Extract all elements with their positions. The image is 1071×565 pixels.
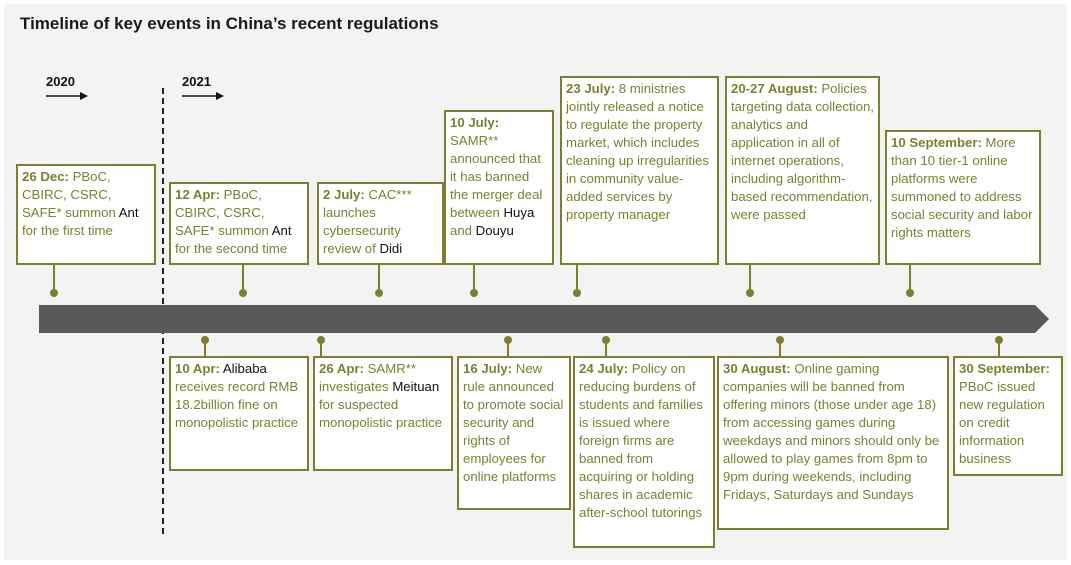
event-stem — [909, 265, 911, 293]
year-label-2021: 2021 — [182, 74, 211, 89]
event-stem — [473, 265, 475, 293]
event-dot — [375, 289, 383, 297]
event-entity: Ant — [118, 205, 139, 220]
event-stem — [576, 265, 578, 293]
event-stem — [998, 340, 1000, 356]
event-box-16-july: 16 July: New rule announced to promote s… — [457, 356, 571, 510]
event-stem — [749, 265, 751, 293]
event-box-26-dec: 26 Dec: PBoC, CBIRC, CSRC, SAFE* summon … — [16, 164, 156, 265]
event-box-30-august: 30 August: Online gaming companies will … — [717, 356, 949, 530]
event-stem — [53, 265, 55, 293]
event-box-12-apr: 12 Apr: PBoC, CBIRC, CSRC, SAFE* summon … — [169, 182, 309, 265]
event-dot — [906, 289, 914, 297]
event-stem — [378, 265, 380, 293]
event-box-23-july: 23 July: 8 ministries jointly released a… — [560, 76, 719, 265]
event-dot — [573, 289, 581, 297]
event-stem — [204, 340, 206, 356]
event-stem — [507, 340, 509, 356]
chart-title: Timeline of key events in China’s recent… — [20, 14, 439, 33]
event-box-10-september: 10 September: More than 10 tier-1 online… — [885, 130, 1041, 265]
event-box-24-july: 24 July: Policy on reducing burdens of s… — [573, 356, 715, 548]
event-box-26-apr: 26 Apr: SAMR** investigates Meituan for … — [313, 356, 453, 471]
year-label-2020: 2020 — [46, 74, 75, 89]
event-dot — [470, 289, 478, 297]
timeline-canvas: Timeline of key events in China’s recent… — [4, 4, 1067, 560]
event-dot — [50, 289, 58, 297]
event-dot — [746, 289, 754, 297]
timeline-bar — [39, 305, 1049, 333]
event-stem — [605, 340, 607, 356]
event-stem — [779, 340, 781, 356]
event-box-10-apr: 10 Apr: Alibaba receives record RMB 18.2… — [169, 356, 309, 471]
event-stem — [242, 265, 244, 293]
event-box-10-july: 10 July: SAMR** announced that it has ba… — [444, 110, 554, 265]
event-box-20-27-august: 20-27 August: Policies targeting data co… — [725, 76, 880, 265]
event-stem — [320, 340, 322, 356]
event-dot — [239, 289, 247, 297]
event-box-2-july: 2 July: CAC*** launches cybersecurity re… — [317, 182, 444, 265]
event-box-30-september: 30 September: PBoC issued new regulation… — [953, 356, 1063, 476]
arrow-right-icon — [182, 92, 224, 100]
event-date: 26 Dec: — [22, 169, 69, 184]
arrow-right-icon — [46, 92, 88, 100]
